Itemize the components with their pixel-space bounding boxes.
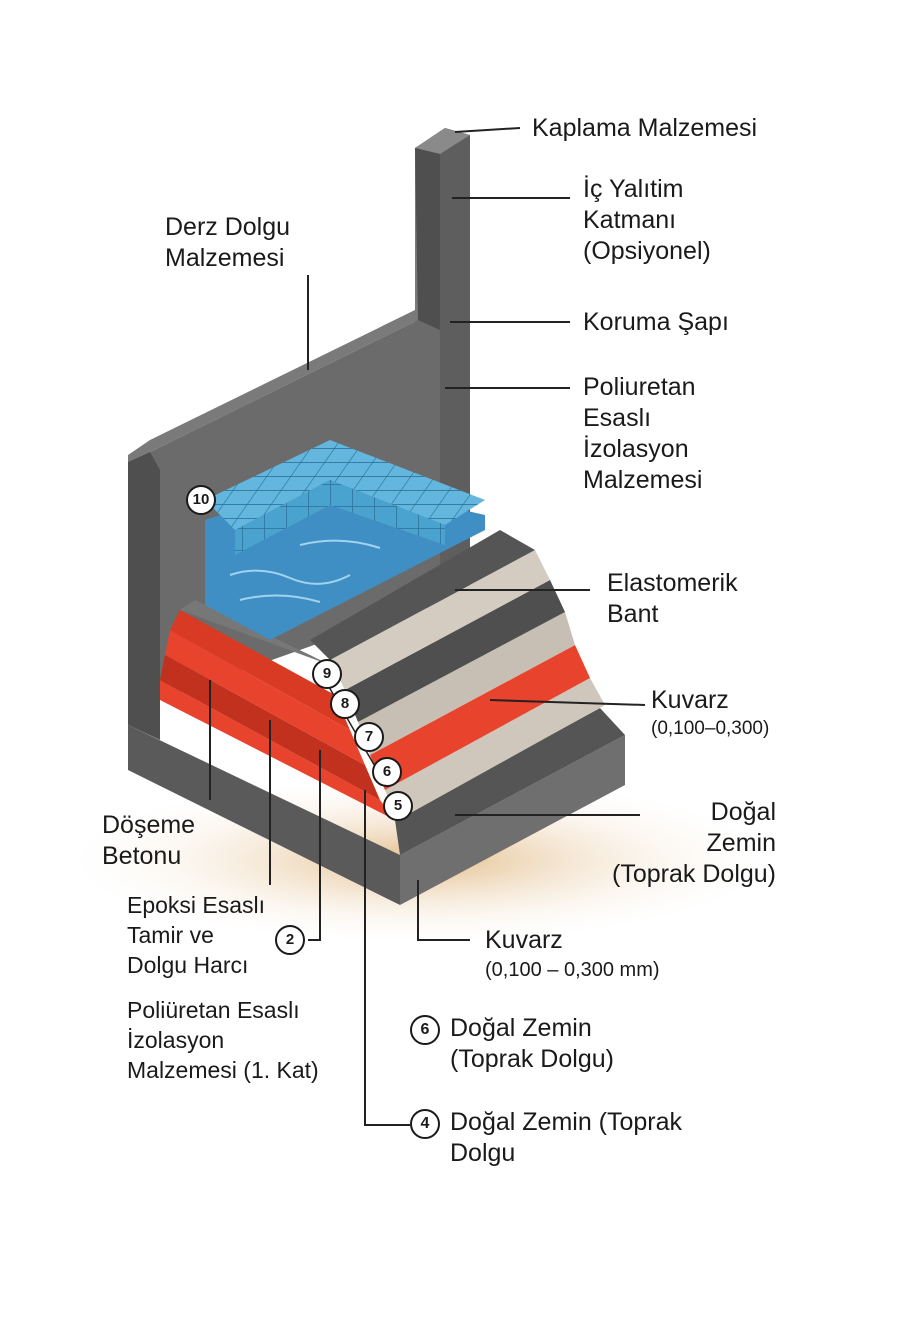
pool-tiles-front [235,480,330,555]
label-dogal-right: Doğal Zemin (Toprak Dolgu) [612,798,776,888]
label-epoksi: Epoksi Esaslı Tamir ve Dolgu Harcı [127,892,266,978]
label-poliuretan-left: Poliüretan Esaslı İzolasyon Malzemesi (1… [127,997,319,1083]
step-7 [310,530,535,660]
legend-6-icon: 6 [410,1015,440,1045]
step-2 [385,678,605,820]
label-kaplama: Kaplama Malzemesi [532,114,758,142]
pool-tiles-top [205,440,485,530]
label-dogal-4: 4 Doğal Zemin (Toprak Dolgu [410,1107,682,1169]
callout-9: 9 [312,659,342,689]
step-1 [395,708,625,855]
base-slab-side [400,735,625,905]
label-kuvarz-bottom: Kuvarz (0,100 – 0,300 mm) [485,926,660,981]
label-kuvarz-right: Kuvarz (0,100–0,300) [651,686,770,739]
callout-10: 10 [186,485,216,515]
step-4 [358,612,575,755]
side-wall-edge [128,452,160,740]
step-5 [345,580,565,722]
callout-2: 2 [275,925,305,955]
red-layer-3 [165,630,365,765]
base-slab-front [128,725,400,905]
label-elastomerik: Elastomerik Bant [607,569,738,628]
label-dogal-6: 6 Doğal Zemin (Toprak Dolgu) [410,1013,614,1075]
grey-band [180,600,330,665]
callout-7: 7 [354,722,384,752]
legend-4-icon: 4 [410,1109,440,1139]
step-3 [370,645,590,790]
label-derz: Derz Dolgu Malzemesi [165,213,291,272]
leader-lines [209,127,646,1126]
callout-8: 8 [330,689,360,719]
step-6 [330,550,550,690]
label-ic-yalitim: İç Yalıtim Katmanı (Opsiyonel) [583,175,711,265]
label-koruma: Koruma Şapı [583,308,729,336]
red-layer-4 [170,610,350,730]
red-layer-1 [160,680,395,820]
callout-6: 6 [372,757,402,787]
callout-5: 5 [383,791,413,821]
back-wall-top [415,128,470,154]
label-poliuretan-right: Poliuretan Esaslı İzolasyon Malzemesi [583,373,703,494]
label-doseme: Döşeme Betonu [102,811,196,870]
